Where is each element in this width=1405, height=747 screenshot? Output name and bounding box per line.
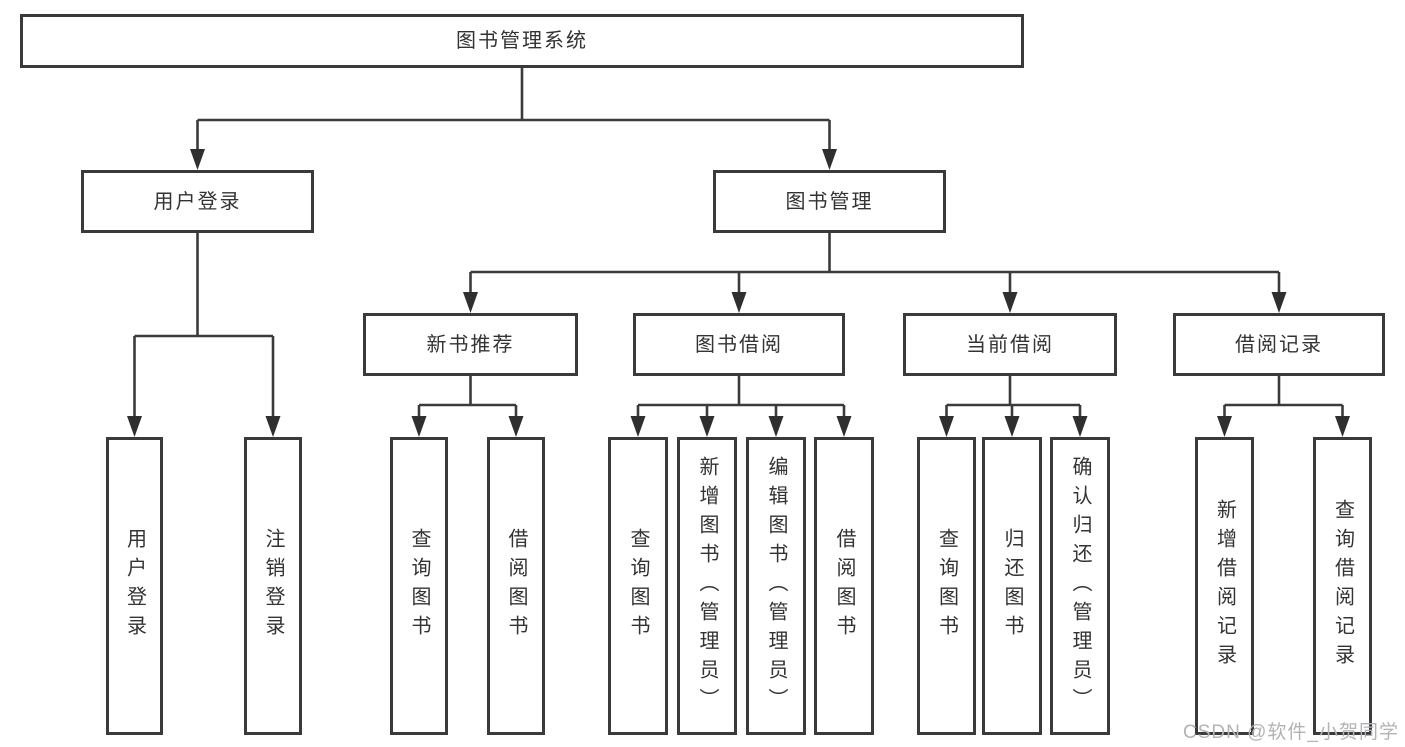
node-label-leaf-logout: 注销登录 <box>262 528 284 644</box>
node-label-leaf-query-book-3: 查询图书 <box>935 528 958 644</box>
arrowhead-icon <box>1004 416 1020 437</box>
node-leaf-add-record: 新增借阅记录 <box>1195 437 1254 735</box>
arrowhead-icon <box>1335 416 1350 437</box>
arrowhead-icon <box>731 292 747 313</box>
node-label-book-mgmt: 图书管理 <box>785 190 874 213</box>
node-label-leaf-edit-book: 编辑图书（管理员） <box>765 455 787 717</box>
node-label-leaf-add-record: 新增借阅记录 <box>1213 499 1236 673</box>
node-label-root: 图书管理系统 <box>456 30 588 52</box>
arrowhead-icon <box>1271 292 1287 313</box>
arrowhead-icon <box>1217 416 1232 437</box>
watermark: CSDN @软件_小贺同学 <box>1183 722 1399 743</box>
node-leaf-add-book: 新增图书（管理员） <box>677 437 737 735</box>
node-leaf-return-book: 归还图书 <box>982 437 1042 735</box>
node-leaf-query-book-2: 查询图书 <box>608 437 668 735</box>
node-label-leaf-add-book: 新增图书（管理员） <box>696 455 718 717</box>
node-leaf-query-record: 查询借阅记录 <box>1313 437 1372 735</box>
node-label-leaf-borrow-book-1: 借阅图书 <box>505 528 527 644</box>
node-book-mgmt: 图书管理 <box>713 170 946 233</box>
node-label-borrow-records: 借阅记录 <box>1235 333 1323 356</box>
arrowhead-icon <box>265 416 281 437</box>
node-label-leaf-query-book-2: 查询图书 <box>627 528 649 644</box>
arrowhead-icon <box>127 416 142 437</box>
node-label-leaf-return-book: 归还图书 <box>1001 528 1023 644</box>
node-leaf-query-book-1: 查询图书 <box>390 437 448 735</box>
node-label-leaf-confirm-return: 确认归还（管理员） <box>1069 455 1091 717</box>
arrowhead-icon <box>508 416 524 437</box>
arrowhead-icon <box>630 416 646 437</box>
node-label-new-book-rec: 新书推荐 <box>426 333 515 356</box>
node-leaf-borrow-book-1: 借阅图书 <box>487 437 545 735</box>
node-label-leaf-query-record: 查询借阅记录 <box>1331 499 1354 673</box>
arrowhead-icon <box>939 416 954 437</box>
arrowhead-icon <box>1072 416 1088 437</box>
node-leaf-confirm-return: 确认归还（管理员） <box>1050 437 1110 735</box>
arrowhead-icon <box>822 149 837 170</box>
node-label-book-borrow: 图书借阅 <box>695 333 783 356</box>
arrowhead-icon <box>1002 292 1018 313</box>
node-borrow-records: 借阅记录 <box>1173 313 1385 376</box>
node-label-current-borrow: 当前借阅 <box>966 333 1054 356</box>
arrowhead-icon <box>836 416 852 437</box>
arrowhead-icon <box>190 149 205 170</box>
node-current-borrow: 当前借阅 <box>903 313 1117 376</box>
node-root: 图书管理系统 <box>20 14 1024 68</box>
node-leaf-edit-book: 编辑图书（管理员） <box>746 437 806 735</box>
node-label-leaf-borrow-book-2: 借阅图书 <box>833 528 855 644</box>
node-user-login: 用户登录 <box>81 170 314 233</box>
node-leaf-borrow-book-2: 借阅图书 <box>814 437 874 735</box>
arrowhead-icon <box>768 416 784 437</box>
node-label-user-login: 用户登录 <box>153 190 242 213</box>
node-label-leaf-query-book-1: 查询图书 <box>408 528 430 644</box>
arrowhead-icon <box>699 416 715 437</box>
arrowhead-icon <box>463 292 478 313</box>
node-label-leaf-user-login: 用户登录 <box>123 528 146 644</box>
node-leaf-logout: 注销登录 <box>244 437 302 735</box>
node-leaf-query-book-3: 查询图书 <box>917 437 976 735</box>
arrowhead-icon <box>411 416 427 437</box>
node-book-borrow: 图书借阅 <box>633 313 845 376</box>
node-new-book-rec: 新书推荐 <box>363 313 578 376</box>
node-leaf-user-login: 用户登录 <box>106 437 163 735</box>
